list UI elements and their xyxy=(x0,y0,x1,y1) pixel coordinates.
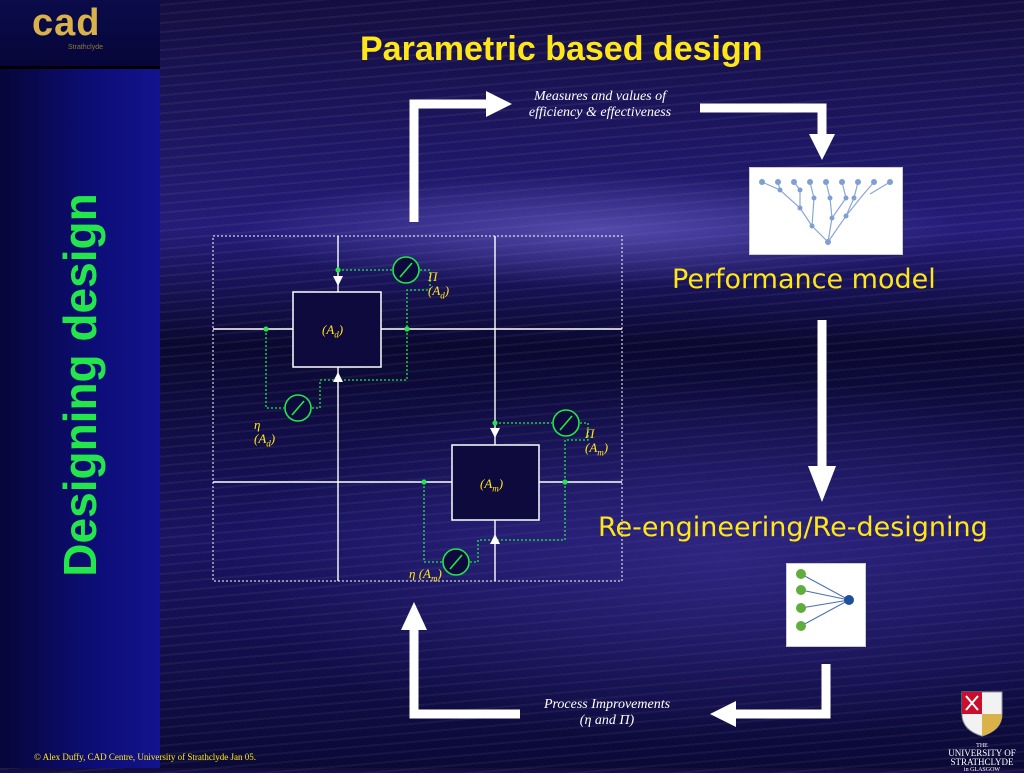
cad-logo: cad Strathclyde xyxy=(0,0,160,69)
reengineering-label: Re-engineering/Re-designing xyxy=(598,512,988,543)
flow-arrow-to-improvements xyxy=(734,664,831,719)
eta-ad-label: η(Ad) xyxy=(254,417,276,449)
university-crest: THE UNIVERSITY OF STRATHCLYDE in GLASGOW xyxy=(944,688,1020,773)
eta-am-label: η (Am) xyxy=(409,566,442,584)
arrowhead-right-top xyxy=(486,91,512,117)
reengineering-image xyxy=(786,563,866,647)
activity-box-am xyxy=(451,444,540,521)
pi-ad-label: Π(Ad) xyxy=(428,269,450,301)
meter-icon-eta-am xyxy=(442,548,470,576)
tree-diagram-icon xyxy=(759,179,893,245)
arrowhead-down-middle xyxy=(808,466,836,502)
flow-arrow-to-measures xyxy=(409,99,488,222)
slide-title: Parametric based design xyxy=(360,30,763,68)
diagram-frame xyxy=(212,235,623,582)
logo-text: cad xyxy=(32,2,101,44)
improvements-note: Process Improvements(η and Π) xyxy=(543,697,671,728)
footer-copyright: © Alex Duffy, CAD Centre, University of … xyxy=(34,752,257,762)
arrowhead-down-top xyxy=(809,134,835,160)
box-label-am: (Am) xyxy=(480,476,504,494)
logo-subtitle: Strathclyde xyxy=(68,44,104,51)
activity-box-ad xyxy=(292,291,382,368)
performance-model-image xyxy=(749,167,903,255)
flow-arrow-to-performance xyxy=(700,103,827,136)
crest-shield-icon xyxy=(961,691,1003,737)
performance-model-label: Performance model xyxy=(672,264,936,295)
meter-icon-eta-ad xyxy=(284,394,312,422)
arrowhead-up-bottom xyxy=(401,602,427,630)
sidebar: cad Strathclyde Designing design xyxy=(0,0,160,768)
meter-icon-pi-am xyxy=(552,409,580,437)
arrowhead-left-bottom xyxy=(710,701,736,727)
flow-arrow-to-diagram xyxy=(409,628,520,719)
pi-am-label: Π(Am) xyxy=(585,426,609,458)
meter-icon-pi-ad xyxy=(392,256,420,284)
network-diagram-icon xyxy=(796,569,854,631)
box-label-ad: (Ad) xyxy=(322,322,344,340)
